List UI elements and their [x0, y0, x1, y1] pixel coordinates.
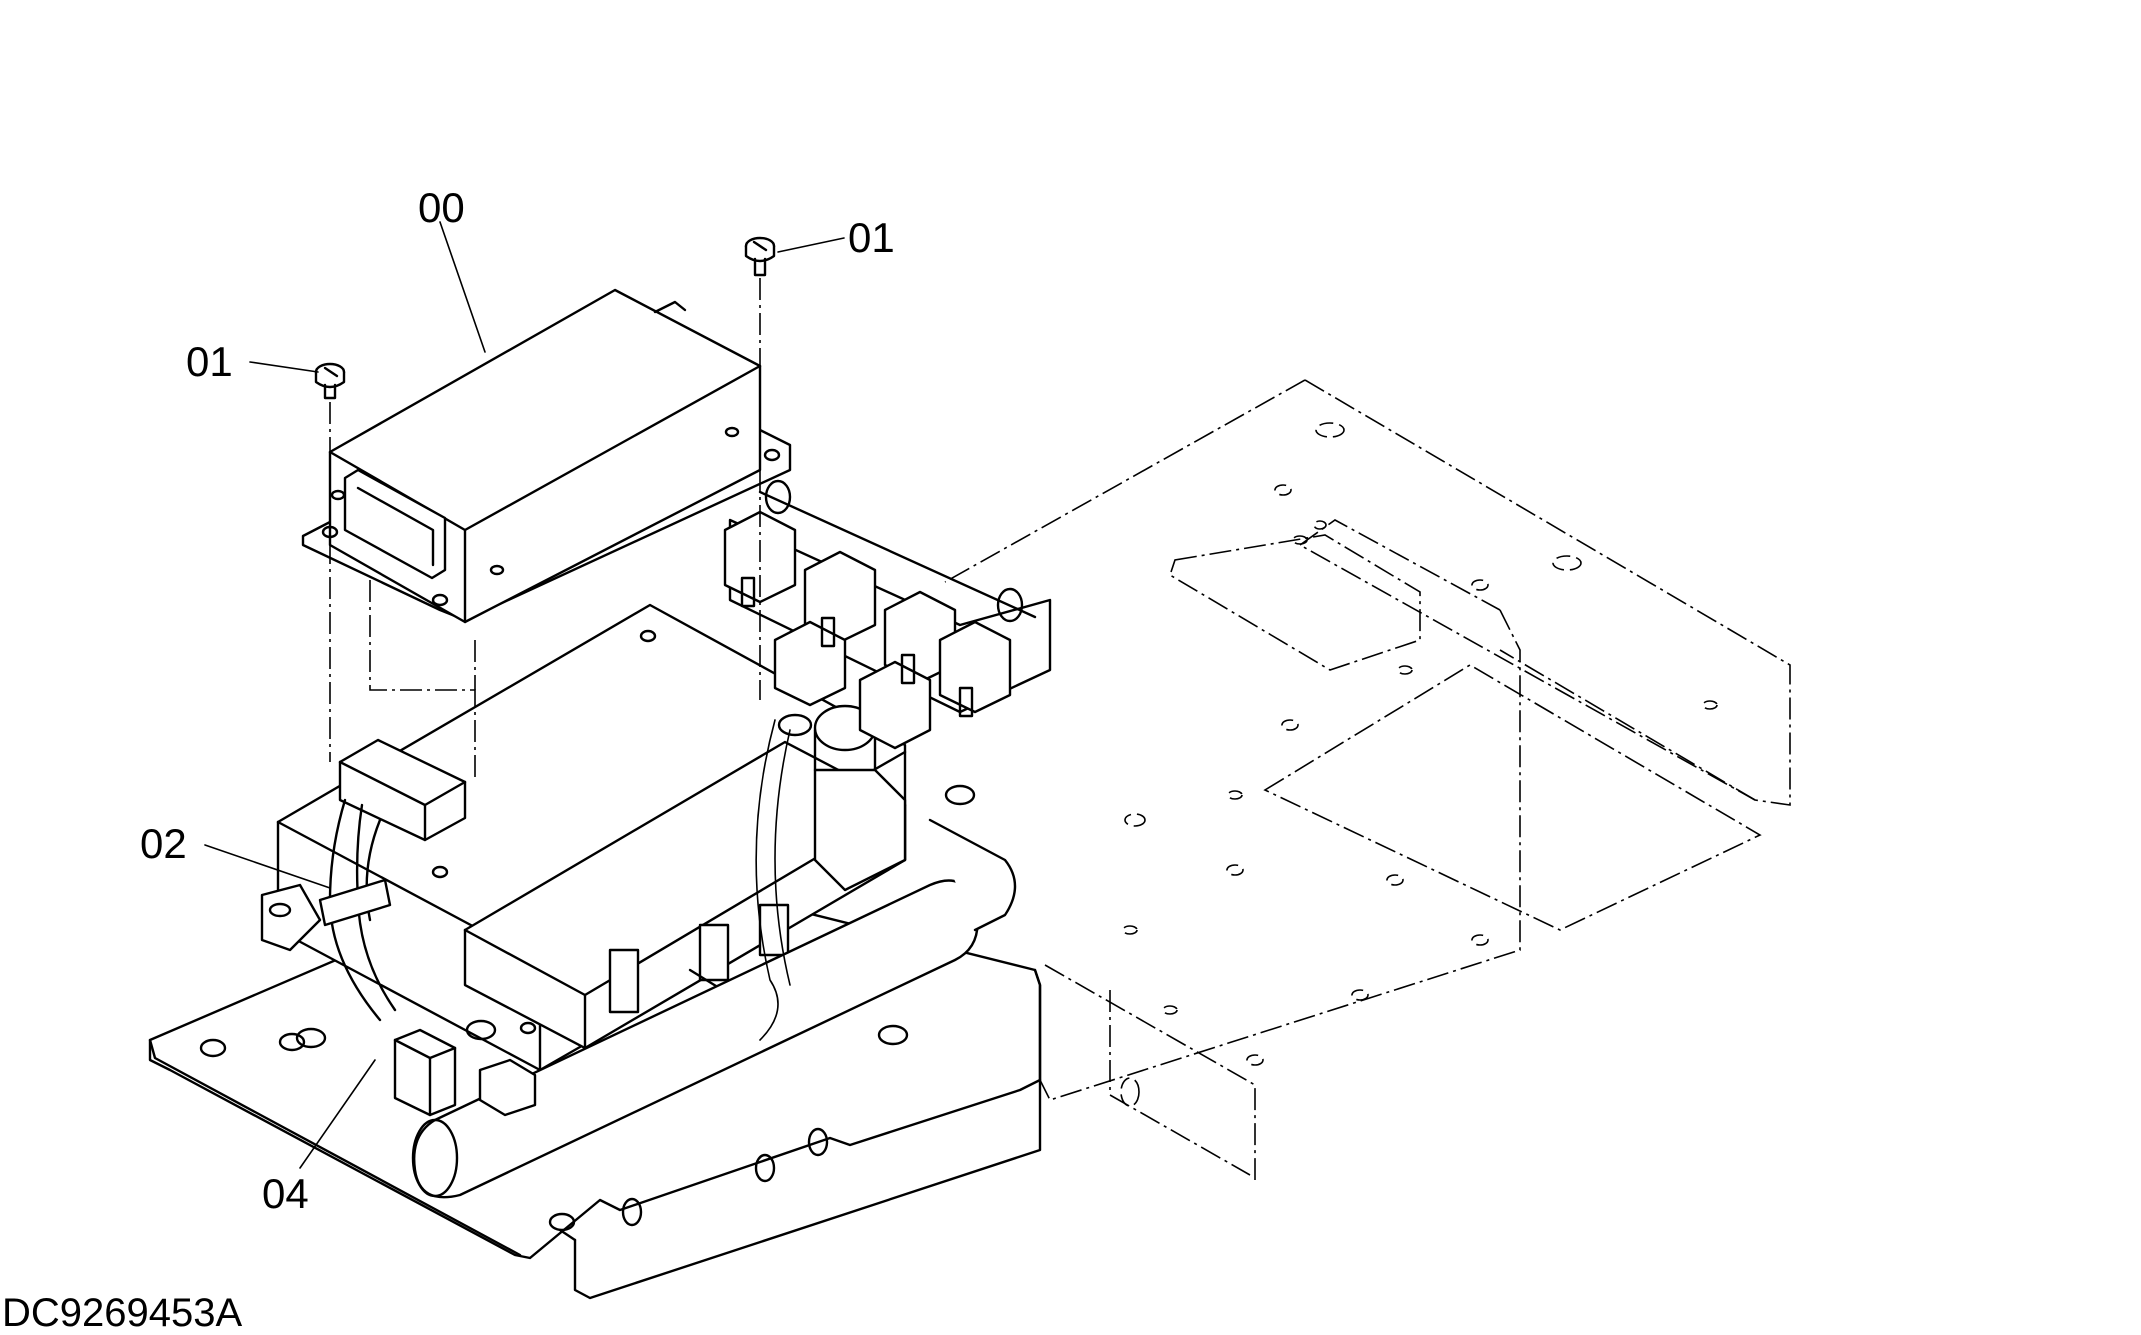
control-unit-00: [301, 288, 792, 624]
cylinder-component: [411, 704, 1017, 1199]
alignment-lines: [329, 278, 761, 780]
drawing-code: DC9269453A: [2, 1291, 242, 1335]
relay-bank: [723, 479, 1052, 806]
leader-lines: [204, 221, 845, 1169]
slot-hole: [1552, 555, 1582, 571]
screw-01-left: [314, 362, 346, 400]
callout-01-left: 01: [186, 338, 233, 385]
callout-04: 04: [262, 1170, 309, 1217]
callout-01-right: 01: [848, 214, 895, 261]
connector-plug: [260, 738, 497, 1049]
callout-02: 02: [140, 820, 187, 867]
controller-housing: [276, 603, 907, 1072]
base-bracket: [148, 853, 1042, 1300]
screw-01-right: [744, 236, 776, 277]
callout-00: 00: [418, 184, 465, 231]
phantom-mounting-plate: [944, 379, 1791, 1180]
small-connector: [393, 1028, 537, 1117]
slot-hole: [1315, 422, 1345, 438]
